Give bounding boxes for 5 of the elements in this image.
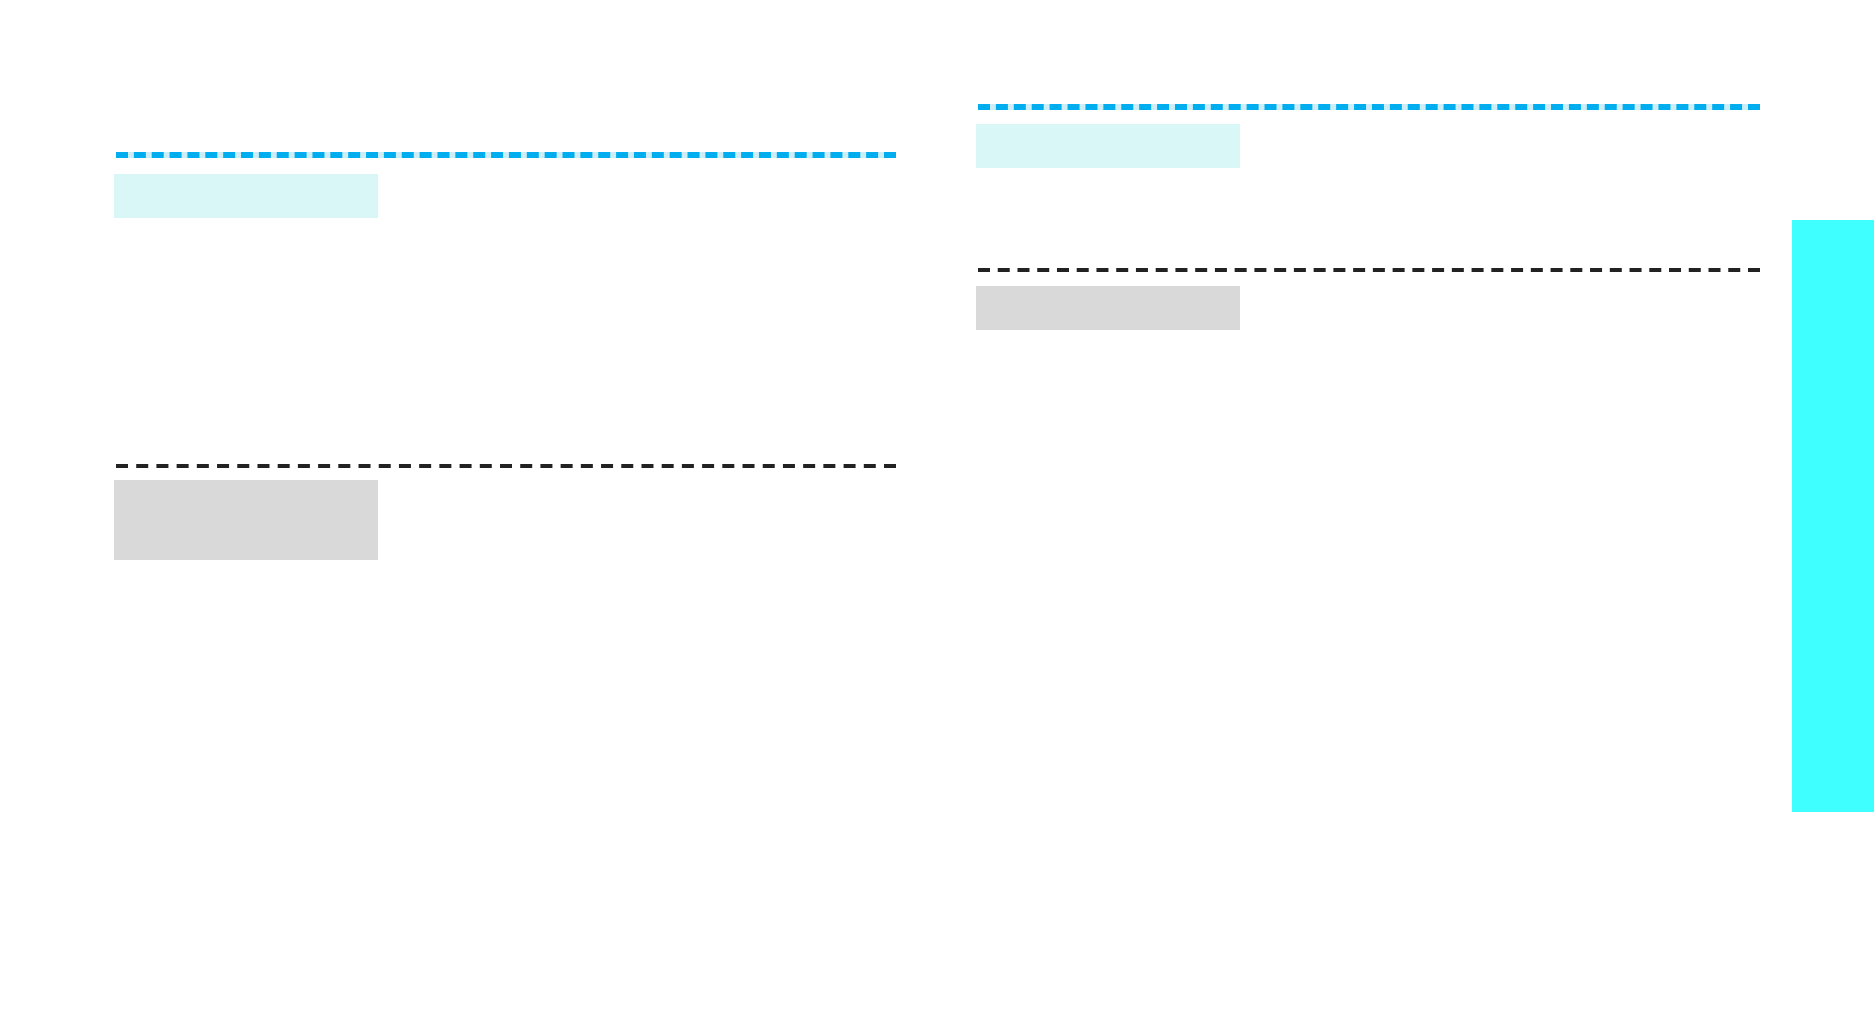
heading-box xyxy=(114,174,378,218)
heading-box xyxy=(114,480,378,560)
heading-box xyxy=(976,286,1240,330)
side-tab xyxy=(1792,220,1874,812)
heading-box xyxy=(976,124,1240,168)
